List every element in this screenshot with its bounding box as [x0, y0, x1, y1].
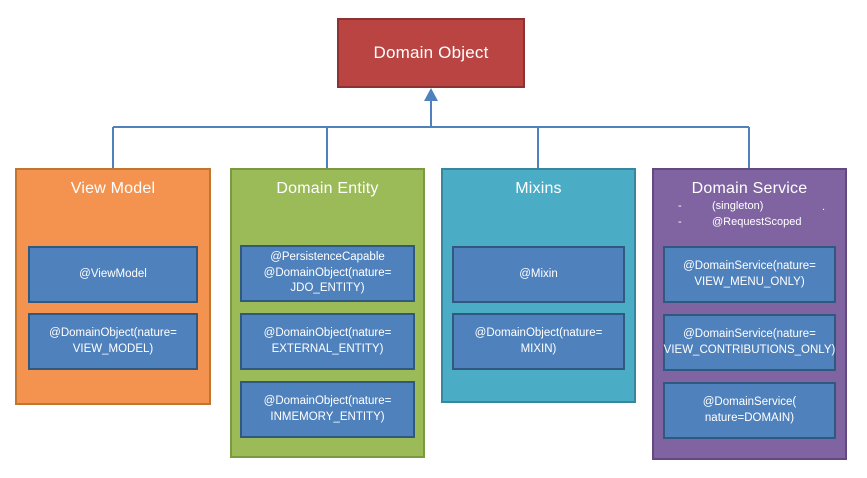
annotation-chip-view-contributions-only[interactable]: @DomainService(nature= VIEW_CONTRIBUTION…	[663, 314, 836, 371]
bullet-request-scoped-text: @RequestScoped	[712, 215, 802, 228]
annotation-chip-mixin[interactable]: @Mixin	[452, 246, 625, 303]
annotation-chip-external-entity[interactable]: @DomainObject(nature= EXTERNAL_ENTITY)	[240, 313, 415, 370]
category-view-model-title: View Model	[70, 180, 156, 197]
annotation-chip-view-menu-only[interactable]: @DomainService(nature= VIEW_MENU_ONLY)	[663, 246, 836, 303]
annotation-chip-domainobject-view-model[interactable]: @DomainObject(nature= VIEW_MODEL)	[28, 313, 198, 370]
annotation-chip-jdo-entity[interactable]: @PersistenceCapable @DomainObject(nature…	[240, 245, 415, 302]
category-mixins-title: Mixins	[515, 180, 562, 197]
bullet-singleton: (singleton).	[668, 199, 839, 214]
annotation-chip-inmemory-entity[interactable]: @DomainObject(nature= INMEMORY_ENTITY)	[240, 381, 415, 438]
category-domain-service-bullets: (singleton). @RequestScoped	[654, 199, 845, 230]
bullet-request-scoped: @RequestScoped	[668, 215, 839, 230]
annotation-chip-domainobject-mixin[interactable]: @DomainObject(nature= MIXIN)	[452, 313, 625, 370]
annotation-chip-domain-service-domain[interactable]: @DomainService( nature=DOMAIN)	[663, 382, 836, 439]
category-domain-entity-title: Domain Entity	[276, 180, 379, 197]
bullet-singleton-text: (singleton)	[712, 200, 764, 213]
domain-object-root-node[interactable]: Domain Object	[337, 18, 525, 88]
category-domain-service-title: Domain Service	[691, 180, 808, 197]
annotation-chip-viewmodel[interactable]: @ViewModel	[28, 246, 198, 303]
domain-object-root-label: Domain Object	[373, 43, 489, 62]
bullet-singleton-trailing-dot: .	[821, 201, 825, 214]
